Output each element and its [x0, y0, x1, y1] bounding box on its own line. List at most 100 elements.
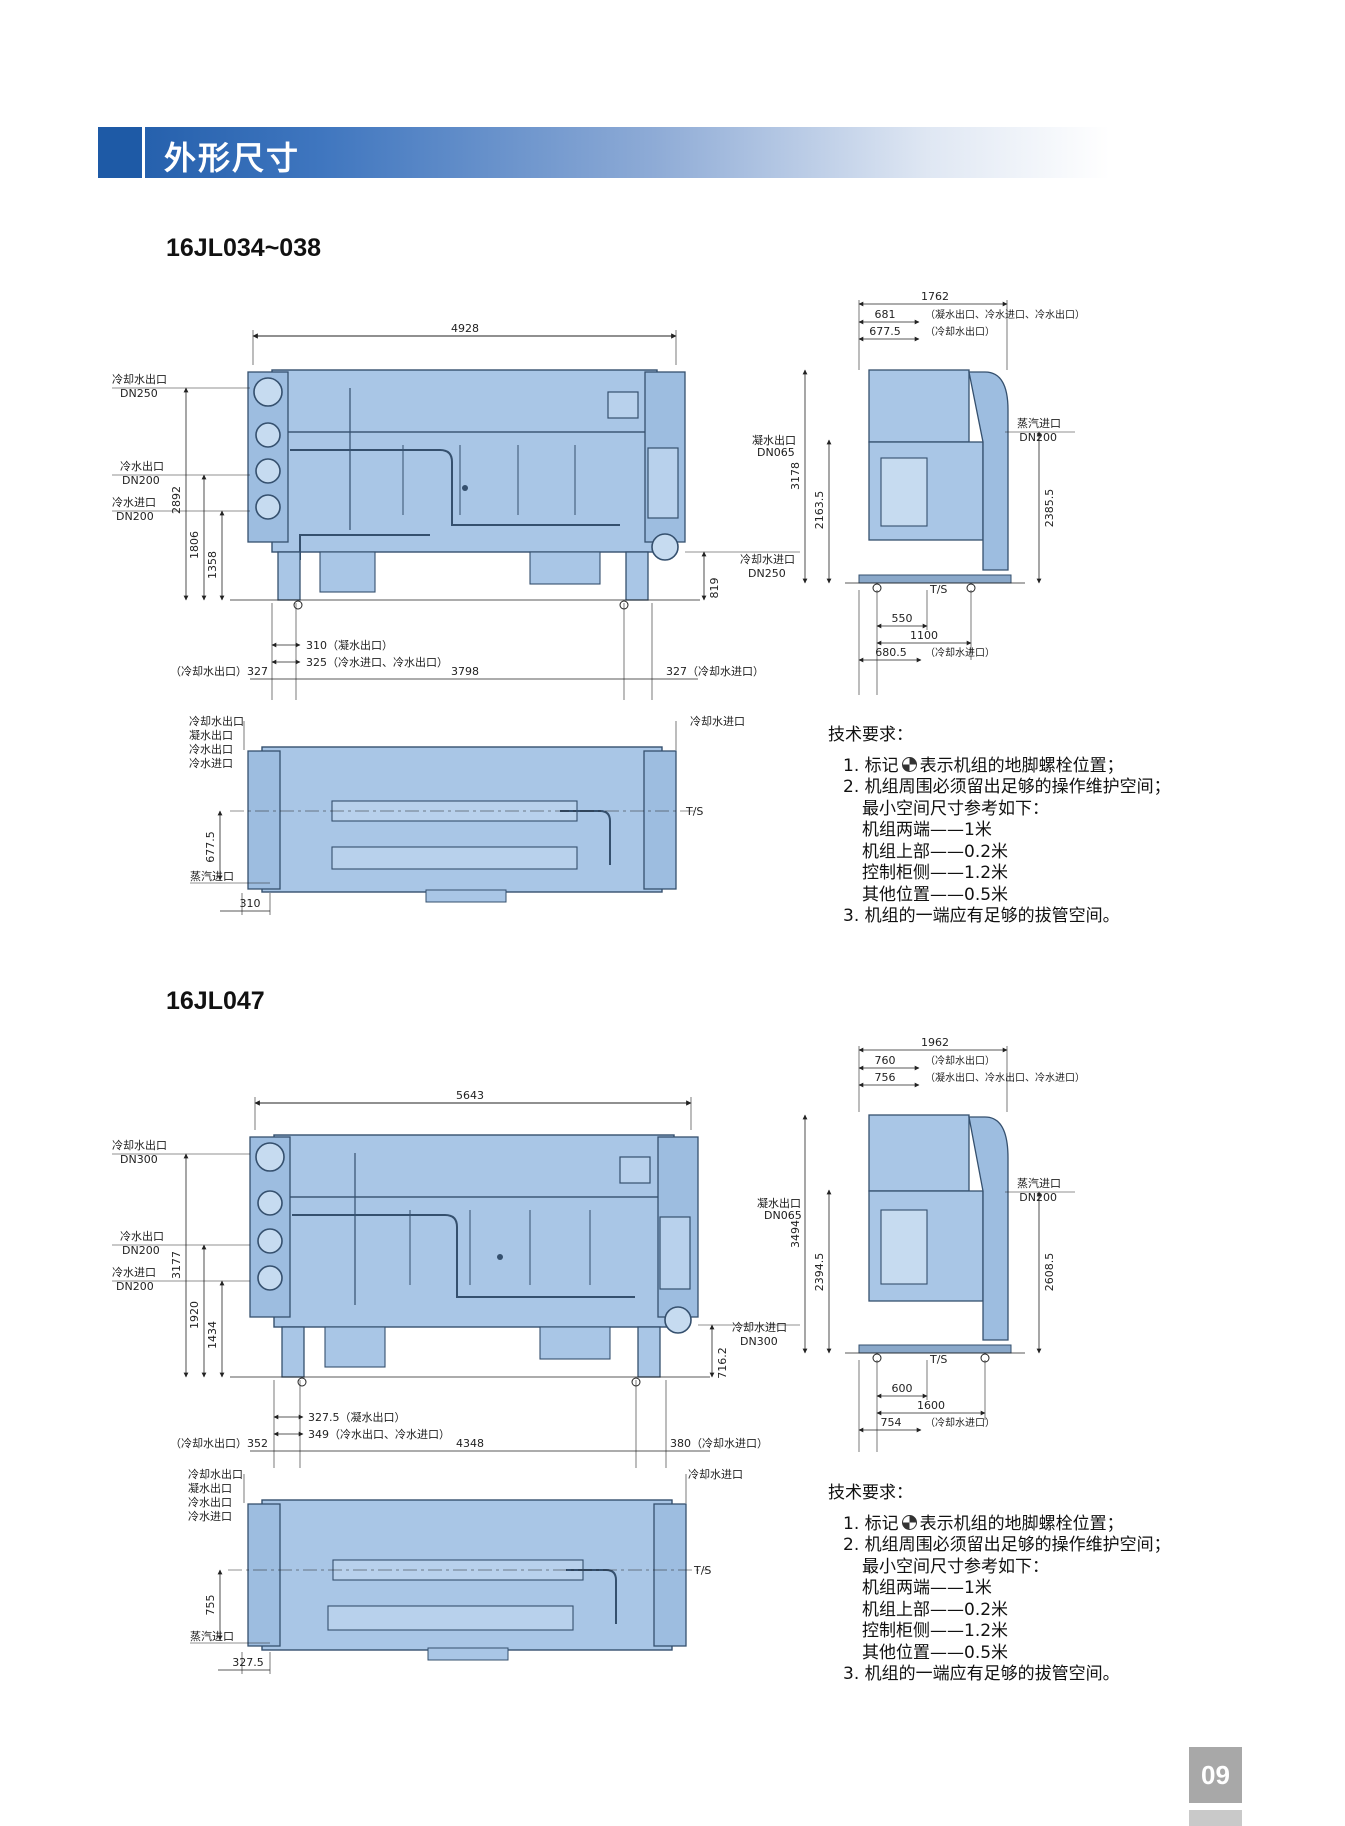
svg-text:冷水出口: 冷水出口 — [188, 1495, 232, 1509]
svg-text:（冷却水出口）: （冷却水出口） — [925, 1054, 995, 1067]
svg-text:4348: 4348 — [456, 1437, 484, 1450]
label-cooling-water-outlet-1: 冷却水出口 — [112, 372, 167, 386]
page-number: 09 — [1189, 1747, 1242, 1803]
chilled-water-inlet-nozzle-1 — [255, 494, 281, 520]
dim-height-a-1: 2892 — [170, 486, 183, 514]
svg-text:380（冷却水进口）: 380（冷却水进口） — [670, 1437, 768, 1450]
cooling-water-outlet-nozzle-1 — [253, 377, 283, 407]
dim-bottom-left-1: （冷却水出口）327 — [170, 664, 268, 678]
svg-text:蒸汽进口: 蒸汽进口 — [190, 1629, 234, 1643]
plan-label-cooling-inlet-1: 冷却水进口 — [690, 715, 745, 728]
dim-overall-length-1: 4928 — [451, 322, 479, 335]
svg-text:600: 600 — [892, 1382, 913, 1395]
cooling-water-inlet-nozzle-1 — [651, 533, 679, 561]
svg-text:（冷却水进口）: （冷却水进口） — [925, 646, 995, 659]
svg-text:（冷却水出口）352: （冷却水出口）352 — [170, 1436, 268, 1450]
page-title: 外形尺寸 — [164, 139, 301, 177]
dim-chilled-offset-1: 325（冷水进口、冷水出口） — [306, 655, 448, 669]
svg-text:756: 756 — [875, 1071, 896, 1084]
dim-plan-offset-1: 310 — [240, 897, 261, 910]
dim-height-d-1: 819 — [708, 578, 721, 599]
svg-text:冷水出口: 冷水出口 — [120, 1229, 164, 1243]
svg-text:DN200: DN200 — [122, 1244, 160, 1257]
dim-side-height-1: 3178 — [789, 462, 802, 490]
chilled-water-outlet-nozzle-1 — [255, 458, 281, 484]
plan-label-steam-1: 蒸汽进口 — [190, 869, 234, 883]
svg-text:3177: 3177 — [170, 1251, 183, 1279]
plan-view-drawing-2: 冷却水出口 凝水出口 冷水出口 冷水进口 冷却水进口 T/S 755 蒸汽进口 … — [188, 1467, 743, 1674]
svg-text:1962: 1962 — [921, 1036, 949, 1049]
label-chilled-water-inlet-1: 冷水进口 — [112, 496, 156, 509]
left-support-leg-1 — [277, 551, 301, 601]
label-steam-inlet-side-1: 蒸汽进口 — [1017, 416, 1061, 430]
svg-text:DN200: DN200 — [116, 510, 154, 523]
dim-bottom-middle-1: 3798 — [451, 665, 479, 678]
technical-notes-1: 技术要求： 1. 标记表示机组的地脚螺栓位置； 2. 机组周围必须留出足够的操作… — [828, 725, 1171, 926]
plan-label-cooling-outlet-1: 冷却水出口 — [189, 714, 244, 728]
side-view-drawing-1: 1762 681 （凝水出口、冷水进口、冷水出口） 677.5 （冷却水出口） … — [789, 290, 1085, 695]
lower-shell-1 — [271, 431, 658, 553]
technical-notes-2: 技术要求： 1. 标记表示机组的地脚螺栓位置； 2. 机组周围必须留出足够的操作… — [828, 1483, 1171, 1684]
dim-side-height-c-1: 2385.5 — [1043, 489, 1056, 528]
svg-text:3494: 3494 — [789, 1220, 802, 1248]
svg-text:349（冷水出口、冷水进口）: 349（冷水出口、冷水进口） — [308, 1427, 450, 1441]
front-view-drawing-2: 5643 冷却水出口 DN300 冷水出口 DN200 冷水进口 DN200 3… — [112, 1089, 800, 1468]
svg-text:DN200: DN200 — [116, 1280, 154, 1293]
ts-centerline-plan-1: T/S — [685, 805, 703, 818]
svg-text:（冷却水进口）: （冷却水进口） — [925, 1416, 995, 1429]
header-accent-block — [98, 127, 145, 178]
anchor-bolt-icon — [901, 1514, 917, 1530]
ts-centerline-side-1: T/S — [929, 583, 947, 596]
svg-text:DN300: DN300 — [120, 1153, 158, 1166]
svg-text:DN250: DN250 — [748, 567, 786, 580]
svg-text:327.5: 327.5 — [232, 1656, 264, 1669]
svg-text:凝水出口: 凝水出口 — [188, 1481, 232, 1495]
svg-text:1434: 1434 — [206, 1321, 219, 1349]
svg-text:DN300: DN300 — [740, 1335, 778, 1348]
svg-text:冷却水出口: 冷却水出口 — [188, 1467, 243, 1481]
control-box-1 — [647, 447, 679, 519]
svg-text:DN200: DN200 — [122, 474, 160, 487]
svg-text:冷水进口: 冷水进口 — [189, 757, 233, 770]
svg-text:760: 760 — [875, 1054, 896, 1067]
dim-side-a-1: 681 — [875, 308, 896, 321]
svg-text:冷却水出口: 冷却水出口 — [112, 1138, 167, 1152]
svg-text:DN250: DN250 — [120, 387, 158, 400]
dim-side-height-b-1: 2163.5 — [813, 491, 826, 530]
svg-text:（凝水出口、冷水出口、冷水进口）: （凝水出口、冷水出口、冷水进口） — [925, 1071, 1085, 1084]
svg-text:（冷却水出口）: （冷却水出口） — [925, 325, 995, 338]
page-number-bar — [1189, 1810, 1242, 1826]
svg-text:716.2: 716.2 — [716, 1347, 729, 1379]
svg-text:2394.5: 2394.5 — [813, 1253, 826, 1292]
model-title-1: 16JL034~038 — [166, 234, 322, 262]
dim-bottom-right-1: 327（冷却水进口） — [666, 665, 764, 678]
label-cooling-water-inlet-1: 冷却水进口 — [740, 553, 795, 566]
dim-overall-length-2: 5643 — [456, 1089, 484, 1102]
svg-text:T/S: T/S — [929, 1353, 947, 1366]
right-support-leg-1 — [625, 551, 649, 601]
svg-text:DN200: DN200 — [1019, 431, 1057, 444]
svg-text:蒸汽进口: 蒸汽进口 — [1017, 1176, 1061, 1190]
dim-height-b-1: 1806 — [188, 531, 201, 559]
label-condensate-outlet-1: 凝水出口 — [752, 434, 796, 447]
dim-side-bottom-c-1: 680.5 — [875, 646, 907, 659]
svg-text:冷却水进口: 冷却水进口 — [688, 1468, 743, 1481]
section-header-bar: 外形尺寸 — [98, 127, 1110, 178]
svg-text:（凝水出口、冷水进口、冷水出口）: （凝水出口、冷水进口、冷水出口） — [925, 308, 1085, 321]
svg-text:DN200: DN200 — [1019, 1191, 1057, 1204]
dim-side-bottom-b-1: 1100 — [910, 629, 938, 642]
svg-text:2608.5: 2608.5 — [1043, 1253, 1056, 1292]
side-view-drawing-2: 1962 760 （冷却水出口） 756 （凝水出口、冷水出口、冷水进口） 蒸汽… — [789, 1036, 1085, 1452]
svg-text:T/S: T/S — [693, 1564, 711, 1577]
svg-text:冷水出口: 冷水出口 — [189, 742, 233, 756]
dim-side-bottom-a-1: 550 — [892, 612, 913, 625]
svg-text:1920: 1920 — [188, 1301, 201, 1329]
dim-height-c-1: 1358 — [206, 551, 219, 579]
dim-condensate-offset-1: 310（凝水出口） — [306, 638, 393, 652]
dim-side-width-1: 1762 — [921, 290, 949, 303]
svg-text:755: 755 — [204, 1595, 217, 1616]
model-title-2: 16JL047 — [166, 987, 265, 1015]
anchor-bolt-icon — [901, 756, 917, 772]
svg-text:冷却水进口: 冷却水进口 — [732, 1321, 787, 1334]
plan-view-drawing-1: 冷却水出口 凝水出口 冷水出口 冷水进口 冷却水进口 T/S 677.5 蒸汽进… — [189, 714, 745, 915]
